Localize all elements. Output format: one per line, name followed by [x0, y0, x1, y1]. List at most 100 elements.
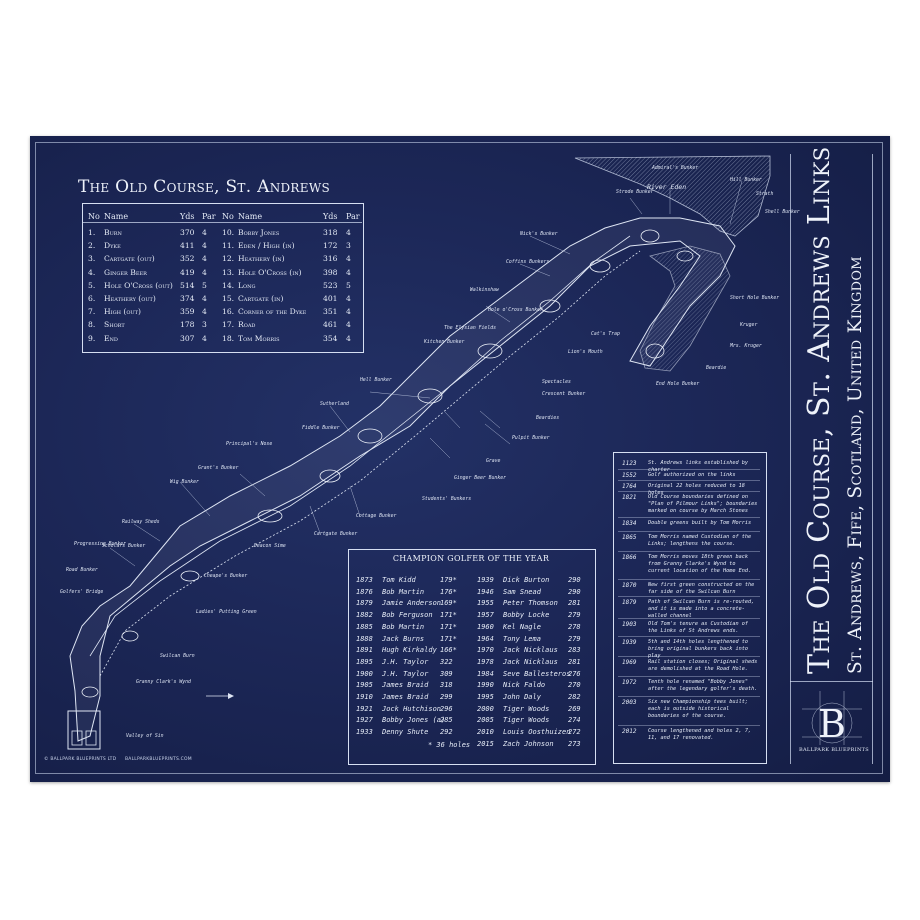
hole-par: 5: [346, 280, 351, 290]
hole-no: 15.: [222, 294, 235, 303]
map-label-spectacles: Spectacles: [542, 380, 571, 385]
champion-name: Tiger Woods: [503, 704, 550, 713]
map-label-shell: Shell Bunker: [765, 210, 800, 215]
footer-copyright: © BALLPARK BLUEPRINTS LTD: [44, 757, 117, 762]
timeline-text: New first green constructed on the far s…: [648, 582, 755, 595]
champion-score: 296: [440, 704, 453, 713]
timeline-text: Double greens built by Tom Morris: [648, 520, 752, 526]
hole-yds: 178: [180, 320, 195, 330]
champion-name: Jack Nicklaus: [503, 646, 558, 655]
champion-title: CHAMPION GOLFER OF THE YEAR: [392, 554, 550, 563]
timeline-separator: [618, 491, 760, 492]
timeline-separator: [618, 469, 760, 470]
hole-yds: 401: [323, 294, 338, 303]
champion-year: 1910: [356, 693, 373, 701]
hole-no: 8.: [88, 320, 96, 330]
map-label-fiddle: Fiddle Bunker: [302, 426, 340, 431]
timeline-text: Original 22 holes reduced to 18 holes: [648, 483, 745, 496]
timeline-text: Golf authorized on the links: [648, 472, 736, 478]
champion-year: 1984: [477, 669, 494, 678]
timeline-text: Course lengthened and holes 2, 7, 11, an…: [648, 728, 752, 741]
hole-table-header-no: No: [222, 212, 234, 221]
champion-score: 179*: [440, 576, 457, 584]
hole-no: 4.: [88, 267, 96, 277]
champion-year: 1964: [477, 634, 494, 643]
hole-par: 4: [202, 307, 207, 317]
hole-name: High (out): [104, 307, 141, 317]
hole-name: Heathery (out): [104, 294, 156, 303]
map-label-railway: Railway Sheds: [122, 520, 160, 525]
map-label-principals: Principal's Nose: [226, 442, 273, 447]
champion-year: 1957: [477, 611, 494, 620]
map-label-crescent: Crescent Bunker: [542, 392, 586, 397]
timeline-year: 1903: [622, 621, 637, 628]
hole-yds: 411: [180, 241, 195, 251]
champion-year: 1921: [356, 704, 373, 713]
champion-year: 1995: [477, 693, 494, 701]
timeline-text: Tenth hole renamed "Bobby Jones" after t…: [648, 679, 758, 692]
champion-year: 2010: [477, 728, 494, 737]
champion-score: 281: [568, 657, 581, 666]
champion-score: 274: [568, 716, 581, 725]
map-label-swilcan: Swilcan Burn: [160, 654, 195, 659]
out-course-strip: [89, 235, 631, 657]
timeline-separator: [618, 636, 760, 637]
champion-name: Jack Burns: [382, 634, 425, 643]
course-map: [67, 155, 771, 750]
map-label-golfers-bridge: Golfers' Bridge: [60, 590, 104, 595]
champion-score: 276: [568, 669, 581, 678]
champion-year: 1960: [477, 622, 494, 631]
champion-name: Peter Thomson: [503, 599, 558, 608]
timeline-separator: [618, 725, 760, 726]
champion-score: 285: [440, 716, 453, 725]
hole-name: Tom Morris: [238, 333, 280, 343]
hole-name: Corner of the Dyke: [238, 307, 307, 317]
brand-name: BALLPARK BLUEPRINTS: [798, 747, 870, 753]
timeline-separator: [618, 596, 760, 597]
timeline-text: Old Tom's tenure as Custodian of the Lin…: [648, 621, 748, 634]
timeline-year: 1552: [622, 472, 637, 479]
champion-score: 299: [440, 693, 453, 701]
timeline-separator: [618, 531, 760, 532]
champion-year: 1895: [356, 657, 373, 666]
champion-year: 1990: [477, 681, 494, 690]
timeline-year: 1939: [622, 639, 637, 646]
map-label-valley: Valley of Sin: [126, 734, 164, 739]
hole-table-rule: [82, 222, 362, 223]
map-label-river-eden: River Eden: [647, 183, 687, 191]
map-label-hole-o-cross: Hole o'Cross Bunker: [488, 308, 543, 313]
timeline-year: 2012: [622, 728, 637, 735]
timeline-text: St. Andrews links established by charter: [648, 460, 748, 473]
champion-name: Tony Lema: [503, 634, 541, 643]
map-label-walkinshaw: Walkinshaw: [470, 288, 499, 293]
timeline-text: Six new Championship tees built; each is…: [648, 699, 748, 719]
map-label-hell: Hell Bunker: [360, 378, 392, 383]
hole-par: 4: [202, 241, 207, 251]
hole-no: 10.: [222, 228, 235, 237]
map-label-road: Road Bunker: [66, 568, 98, 573]
hole-no: 11.: [222, 241, 235, 251]
champion-name: John Daly: [503, 693, 541, 701]
poster-frame: [35, 142, 883, 774]
hole-no: 5.: [88, 280, 96, 290]
champion-year: 1888: [356, 634, 373, 643]
champion-score: 309: [440, 669, 453, 678]
hole-table-header-par: Par: [346, 212, 360, 221]
champion-score: 279: [568, 634, 581, 643]
hole-name: Long: [238, 280, 256, 290]
hole-name: Burn: [104, 228, 122, 237]
hole-par: 4: [346, 267, 351, 277]
map-label-sutherland: Sutherland: [320, 402, 349, 407]
champion-year: 2000: [477, 704, 494, 713]
timeline-text: Path of Swilcan Burn is re-routed, and i…: [648, 599, 755, 619]
champion-year: 1891: [356, 646, 373, 655]
hole-yds: 514: [180, 280, 195, 290]
champion-name: Sam Snead: [503, 587, 541, 596]
map-label-wig: Wig Bunker: [170, 480, 199, 485]
champion-score: 290: [568, 587, 581, 596]
champion-name: Jamie Anderson: [382, 599, 442, 608]
hole-par: 5: [202, 280, 207, 290]
map-label-kruger: Kruger: [740, 323, 758, 328]
timeline-separator: [618, 696, 760, 697]
hole-no: 17.: [222, 320, 235, 330]
